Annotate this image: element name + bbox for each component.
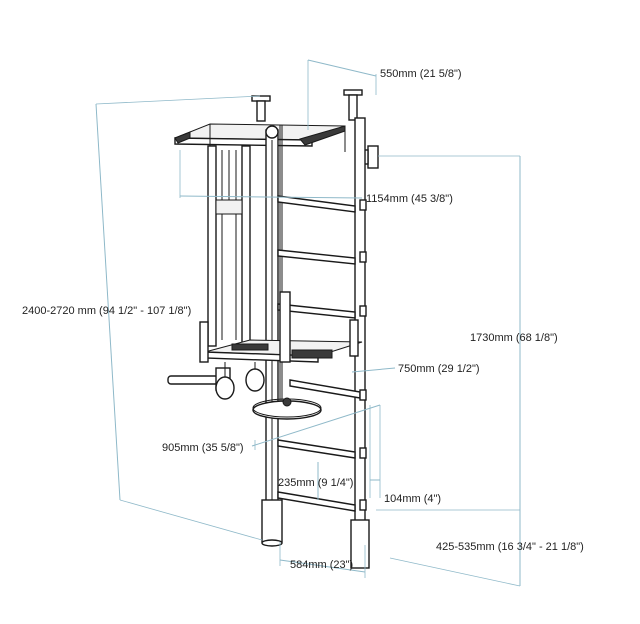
wall-bars-frame bbox=[167, 89, 379, 569]
label-base-range: 425-535mm (16 3/4" - 21 1/8") bbox=[436, 541, 584, 553]
label-ring-reach: 905mm (35 5/8") bbox=[162, 442, 244, 454]
front-post bbox=[261, 125, 283, 547]
pullup-bar bbox=[174, 123, 346, 152]
label-ladder-height: 1730mm (68 1/8") bbox=[470, 332, 558, 344]
label-pullup-depth: 1154mm (45 3/8") bbox=[366, 193, 453, 205]
label-rung-spacing: 235mm (9 1/4") bbox=[278, 477, 353, 489]
label-width-top: 550mm (21 5/8") bbox=[380, 68, 462, 80]
ladder-rungs bbox=[277, 195, 361, 512]
label-floor-width: 584mm (23") bbox=[290, 559, 353, 571]
gymnastic-rings bbox=[215, 362, 265, 400]
ceiling-spacer-right bbox=[343, 89, 363, 121]
dimension-lines bbox=[95, 59, 521, 587]
label-dip-depth: 750mm (29 1/2") bbox=[398, 363, 480, 375]
rotating-disc bbox=[252, 397, 322, 420]
rung-sockets bbox=[359, 199, 367, 511]
label-total-height: 2400-2720 mm (94 1/2" - 107 1/8") bbox=[22, 305, 191, 317]
ceiling-spacer-left bbox=[251, 95, 271, 122]
label-wall-offset: 104mm (4") bbox=[384, 493, 441, 505]
dimension-labels: 550mm (21 5/8") 1154mm (45 3/8") 2400-27… bbox=[22, 68, 584, 571]
dip-station bbox=[199, 291, 363, 363]
cable-tower bbox=[207, 145, 251, 347]
